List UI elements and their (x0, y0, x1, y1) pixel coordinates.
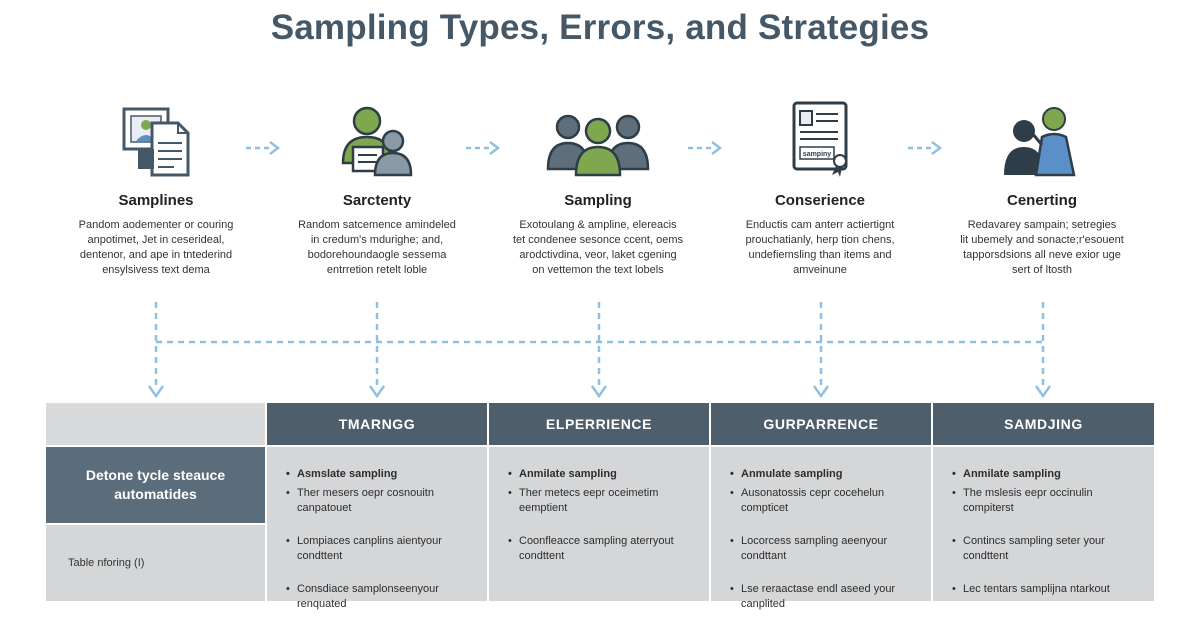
certificate-icon: sampiny (710, 100, 930, 182)
table-side-footer: Table nforing (I) (46, 525, 265, 601)
table-column-cell: Anmilate sampling Ther metecs eepr oceim… (489, 447, 709, 601)
list-item: Contincs sampling seter your condttent (952, 534, 1142, 564)
stage-name: Sampling (564, 192, 632, 209)
list-item: Consdiace samplonseenyour renquated (286, 582, 475, 612)
stage-conserience: sampiny Conserience Enductis cam anterr … (710, 100, 930, 278)
table-column-cell: Anmulate sampling Ausonatossis cepr coce… (711, 447, 931, 610)
list-item: Anmilate sampling (508, 467, 697, 482)
flow-arrow-icon (688, 141, 723, 155)
stage-name: Conserience (774, 192, 866, 209)
list-item: Ther metecs eepr oceimetim eemptient (508, 486, 697, 516)
presenter-icon (932, 100, 1152, 182)
table-header: ELPERRIENCE (489, 403, 709, 445)
list-item: Coonfleacce sampling aterryout condttent (508, 534, 697, 564)
table-column-cell: Asmslate sampling Ther mesers oepr cosno… (267, 447, 487, 610)
flow-arrow-icon (466, 141, 501, 155)
list-item: The mslesis eepr occinulin compiterst (952, 486, 1142, 516)
stage-name: Samplines (118, 192, 194, 209)
person-group-icon (267, 100, 487, 182)
list-item: Locorcess sampling aeenyour condttant (730, 534, 919, 564)
table-header: TMARNGG (267, 403, 487, 445)
table-corner (46, 403, 265, 445)
page-title: Sampling Types, Errors, and Strategies (270, 8, 930, 47)
stage-name: Cenerting (1006, 192, 1077, 209)
document-portrait-icon (46, 100, 266, 182)
table-side-title: Detone tycle steauce automatides (46, 447, 265, 523)
list-item: Asmslate sampling (286, 467, 475, 482)
list-item: Lompiaces canplins aientyour condttent (286, 534, 475, 564)
table-header: SAMDJING (933, 403, 1154, 445)
stage-sampling: Sampling Exotoulang & ampline, elereacis… (488, 100, 708, 278)
flow-arrow-icon (246, 141, 281, 155)
list-item: Anmilate sampling (952, 467, 1142, 482)
table-column-cell: Anmilate sampling The mslesis eepr occin… (933, 447, 1154, 601)
list-item: Ther mesers oepr cosnouitn canpatouet (286, 486, 475, 516)
svg-text:sampiny: sampiny (803, 151, 832, 158)
table-header: GURPARRENCE (711, 403, 931, 445)
stage-name: Sarctenty (342, 192, 412, 209)
list-item: Anmulate sampling (730, 467, 919, 482)
list-item: Ausonatossis cepr cocehelun compticet (730, 486, 919, 516)
strategy-table: TMARNGG ELPERRIENCE GURPARRENCE SAMDJING… (46, 403, 1154, 610)
list-item: Lse reraactase endl aseed your canplited (730, 582, 919, 612)
list-item: Lec tentars samplijna ntarkout (952, 582, 1142, 597)
flow-arrow-icon (908, 141, 943, 155)
three-people-icon (488, 100, 708, 182)
